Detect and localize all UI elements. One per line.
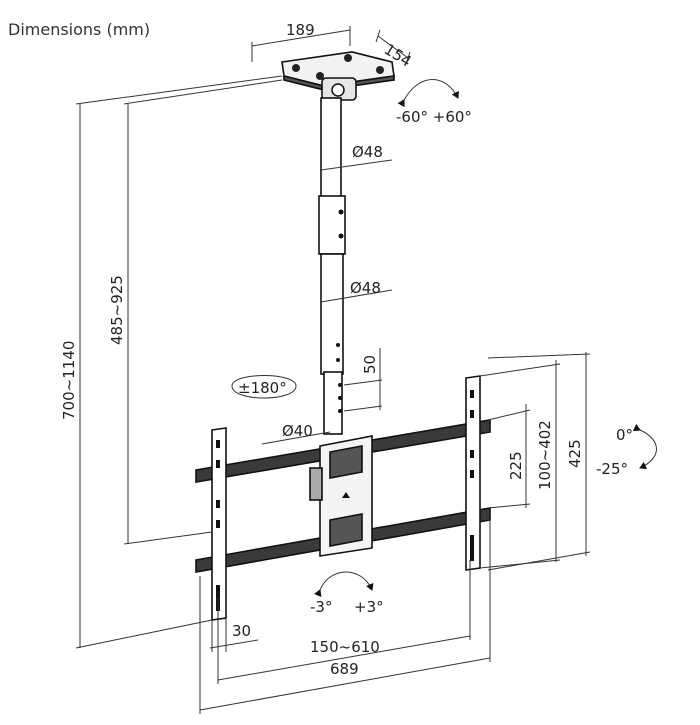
hole-spacing-dimension (343, 348, 383, 412)
diagram-title: Dimensions (mm) (8, 20, 150, 39)
pole (318, 97, 346, 435)
level-right-label: +3° (354, 598, 384, 616)
ceiling-plate (281, 51, 395, 101)
level-left-label: -3° (310, 598, 332, 616)
vesa-225-label: 225 (507, 451, 525, 480)
overall-width-label: 689 (330, 660, 359, 678)
height-short-label: 485~925 (108, 275, 126, 345)
plate-width-label: 189 (286, 21, 315, 39)
bracket-height-label: 425 (566, 439, 584, 468)
swivel-arrow-icon (397, 79, 459, 108)
diameter-leader-lines (261, 159, 393, 445)
tv-bracket (195, 375, 491, 621)
rotation-loop-icon (231, 375, 297, 399)
plate-dimension-lines (251, 26, 411, 65)
right-vertical-dimensions (479, 352, 591, 571)
arm-width-label: 30 (232, 622, 251, 640)
left-vertical-dimensions (75, 75, 283, 649)
bottom-diameter-label: Ø40 (282, 422, 313, 440)
vesa-150-610-label: 150~610 (310, 638, 380, 656)
level-arrow-icon (313, 571, 374, 598)
bottom-horizontal-dimensions (199, 520, 491, 714)
tilt-top-label: 0° (616, 426, 633, 444)
lower-diameter-label: Ø48 (350, 279, 381, 297)
pole-rotation-label: ±180° (238, 379, 287, 397)
hole-spacing-label: 50 (361, 355, 379, 374)
tilt-arrow-icon (632, 423, 657, 470)
vesa-100-402-label: 100~402 (536, 420, 554, 490)
height-full-label: 700~1140 (60, 341, 78, 420)
tilt-bottom-label: -25° (596, 460, 628, 478)
swivel-angle-label: -60° +60° (396, 108, 472, 126)
upper-diameter-label: Ø48 (352, 143, 383, 161)
